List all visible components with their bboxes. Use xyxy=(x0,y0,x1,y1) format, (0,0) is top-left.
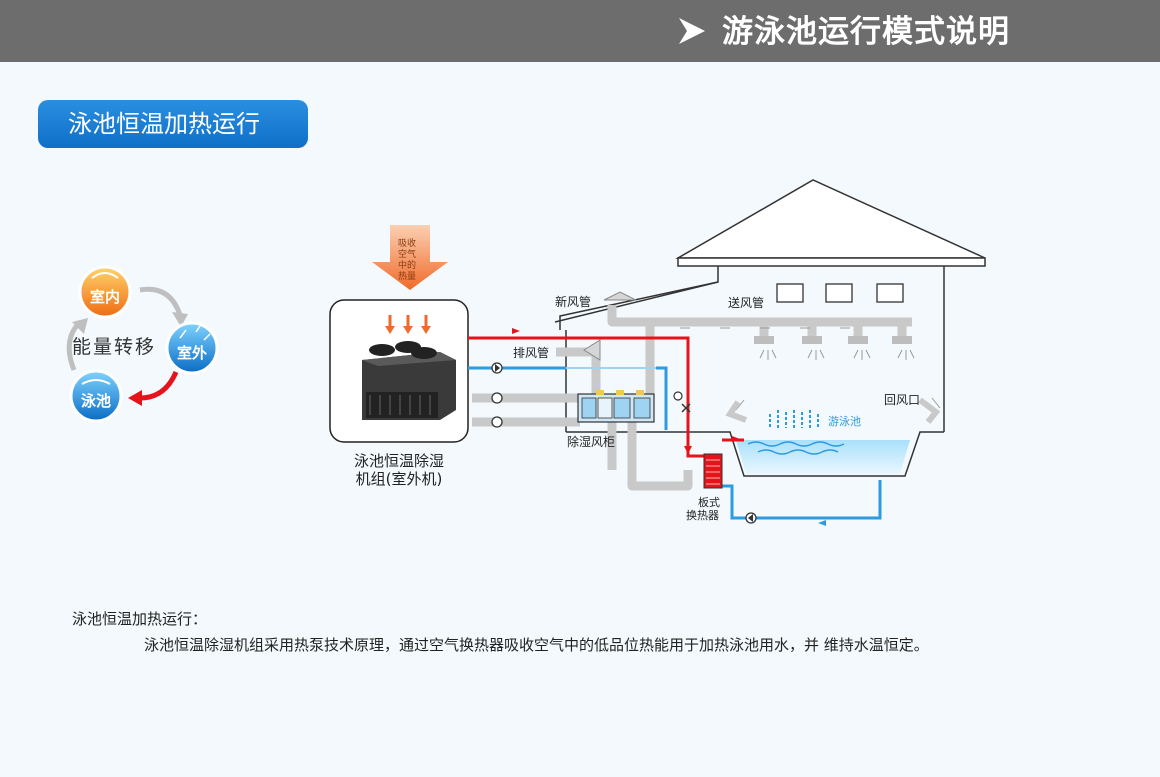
indoor-node-label: 室内 xyxy=(90,288,120,306)
dehumidifier-cabinet: 除湿风柜 xyxy=(567,390,655,449)
heat-label-3: 中的 xyxy=(398,259,416,271)
header-bar: 游泳池运行模式说明 xyxy=(0,0,1160,62)
return-air-label: 回风口 xyxy=(884,393,920,407)
plate-hx-label-1: 板式 xyxy=(698,495,720,509)
pool: 游泳池 xyxy=(736,410,910,474)
heat-absorb-arrow xyxy=(372,225,448,290)
pool-node-label: 泳池 xyxy=(80,392,111,410)
fan-icon-upper xyxy=(491,392,503,404)
outdoor-unit: 吸收 空气 中的 热量 泳池恒温除湿 机组(室外机) xyxy=(329,225,469,488)
fan-icon-lower xyxy=(491,416,503,428)
energy-transfer-label: 能量转移 xyxy=(72,336,156,358)
outdoor-node-label: 室外 xyxy=(177,344,207,362)
diffusers xyxy=(754,336,912,344)
outdoor-unit-caption-1: 泳池恒温除湿 xyxy=(354,452,444,470)
pool-label: 游泳池 xyxy=(828,414,861,428)
cold-water-pipes xyxy=(468,366,882,520)
dehumidifier-label: 除湿风柜 xyxy=(567,434,615,449)
plate-heat-exchanger: 板式 换热器 xyxy=(686,453,723,522)
section-badge: 泳池恒温加热运行 xyxy=(38,100,308,148)
outdoor-node xyxy=(165,321,219,375)
valve-icon xyxy=(673,391,691,413)
heat-label-2: 空气 xyxy=(398,248,416,260)
fresh-air-duct-label: 新风管 xyxy=(555,294,591,309)
description-body: 泳池恒温除湿机组采用热泵技术原理，通过空气换热器吸收空气中的低品位热能用于加热泳… xyxy=(144,636,929,654)
energy-cycle: 室内 室外 泳池 能量转移 xyxy=(66,265,219,423)
supply-duct-label: 送风管 xyxy=(728,295,764,310)
outdoor-unit-caption-2: 机组(室外机) xyxy=(356,470,443,488)
heat-label-1: 吸收 xyxy=(398,237,416,249)
chevron-right-icon xyxy=(679,18,705,44)
description-title: 泳池恒温加热运行： xyxy=(72,610,208,628)
heat-label-4: 热量 xyxy=(398,270,416,282)
indoor-node xyxy=(78,265,132,319)
page-title: 游泳池运行模式说明 xyxy=(722,14,1010,50)
plate-hx-label-2: 换热器 xyxy=(686,508,719,522)
exhaust-duct-label: 排风管 xyxy=(513,345,549,360)
air-ducts xyxy=(472,305,912,491)
building xyxy=(554,179,986,477)
